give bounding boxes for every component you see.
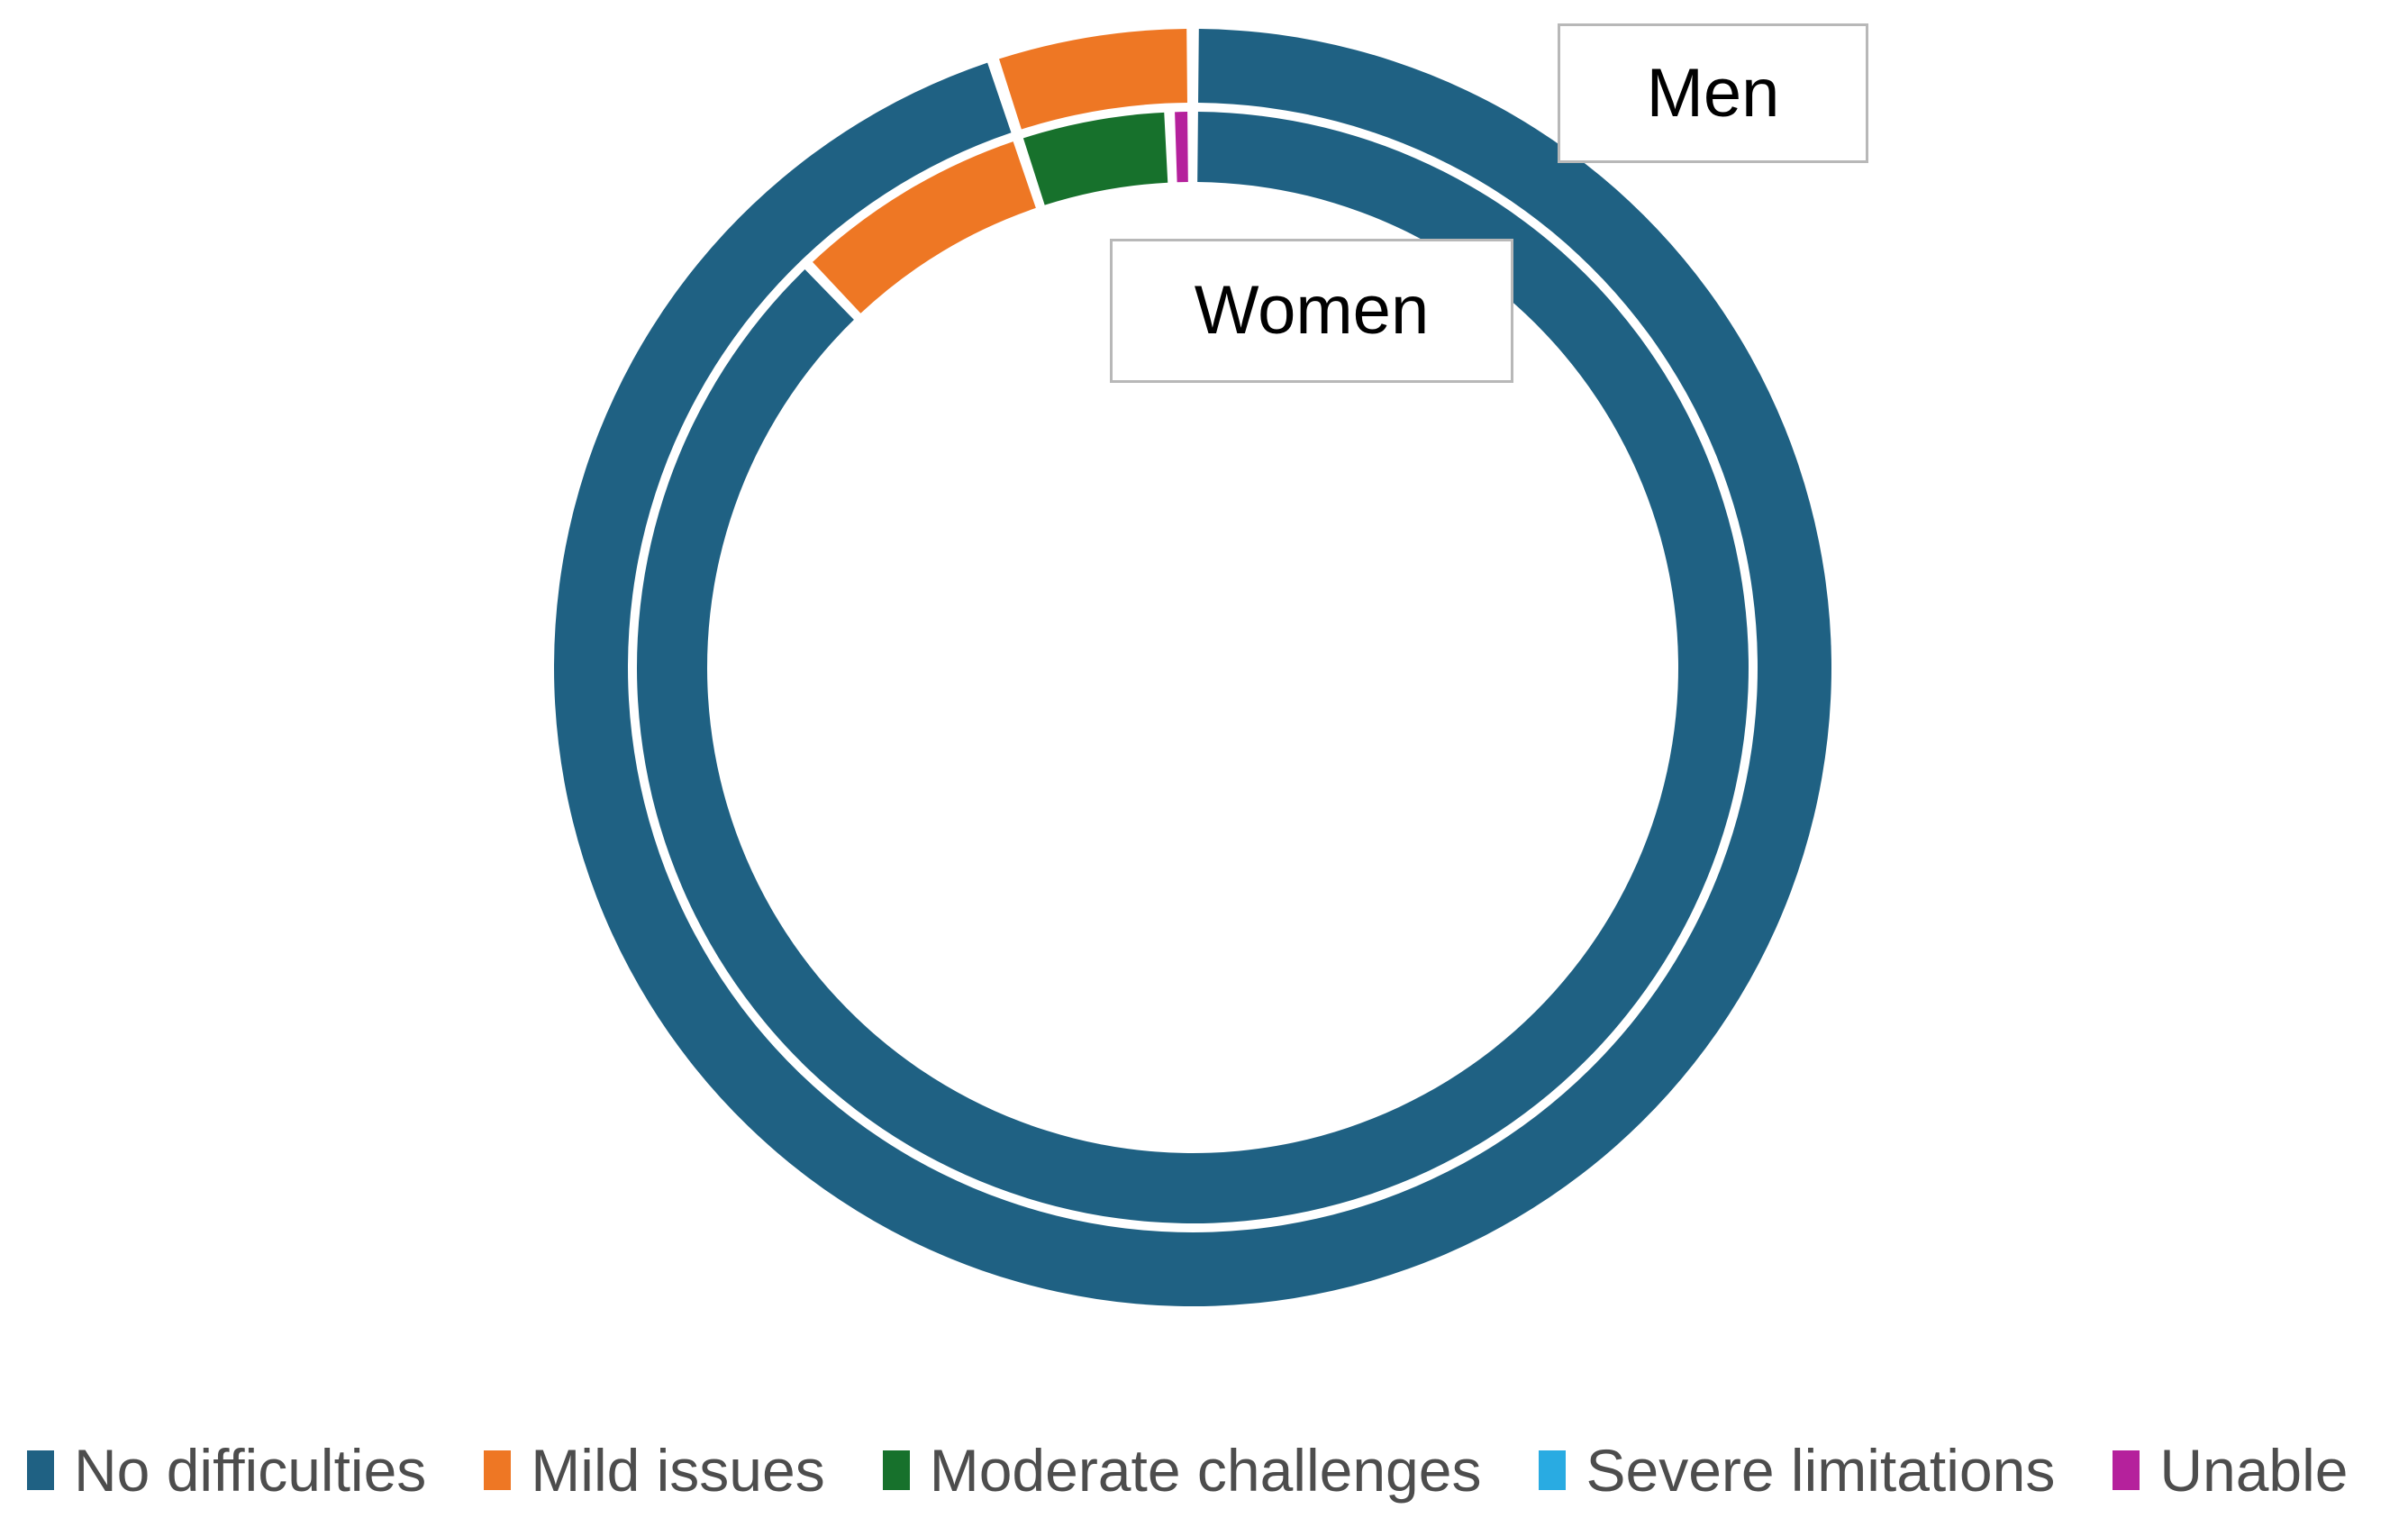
legend-label: Severe limitations [1586, 1437, 2056, 1504]
legend-item[interactable]: Moderate challenges [882, 1437, 1482, 1504]
donut-segment[interactable] [999, 29, 1187, 130]
donut-segment[interactable] [554, 29, 1831, 1306]
legend-item[interactable]: Severe limitations [1539, 1441, 2055, 1500]
callout-women-label: Women [1194, 272, 1430, 349]
callout-men-label: Men [1646, 54, 1780, 132]
legend-label: Unable [2159, 1437, 2349, 1504]
donut-segment[interactable] [1022, 112, 1168, 205]
inner-ring-women [636, 112, 1749, 1224]
outer-ring-men [554, 29, 1831, 1306]
legend-item[interactable]: No difficulties [27, 1441, 426, 1500]
legend-swatch-icon [882, 1450, 910, 1490]
legend-label: No difficulties [74, 1437, 427, 1504]
legend-swatch-icon [27, 1450, 54, 1490]
legend-swatch-icon [2113, 1450, 2140, 1490]
donut-segment[interactable] [1175, 112, 1188, 183]
callout-men: Men [1558, 23, 1868, 163]
donut-segment[interactable] [813, 141, 1036, 314]
callout-women: Women [1110, 239, 1513, 383]
legend-swatch-icon [484, 1450, 512, 1490]
legend-item[interactable]: Unable [2113, 1437, 2349, 1504]
legend-label: Mild issues [531, 1437, 825, 1504]
chart-legend: No difficulties Mild issues Moderate chall… [0, 1427, 2408, 1513]
legend-label: Moderate challenges [929, 1437, 1482, 1504]
legend-swatch-icon [1539, 1450, 1567, 1490]
legend-item[interactable]: Mild issues [484, 1437, 825, 1504]
